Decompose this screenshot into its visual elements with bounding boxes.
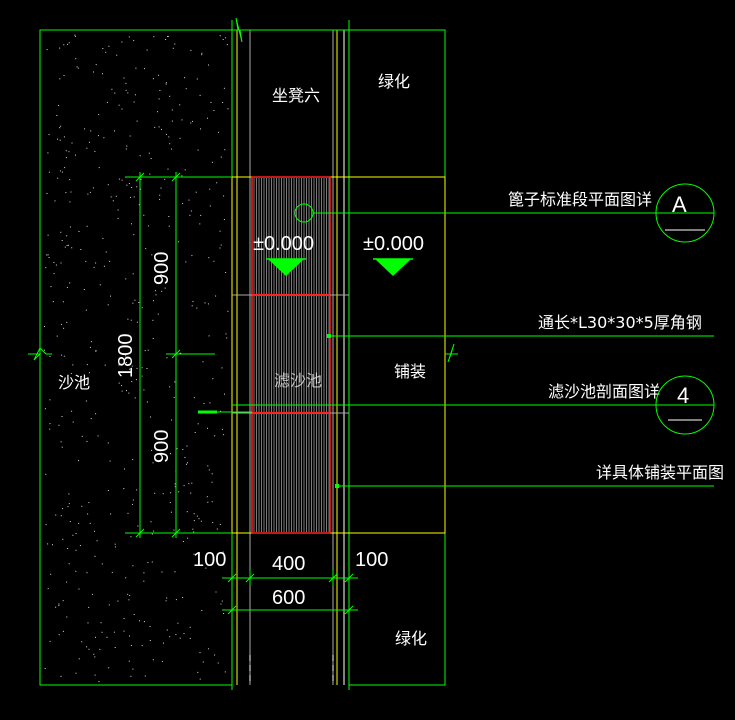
- callout-angle-steel: 通长*L30*30*5厚角钢: [327, 313, 714, 338]
- dim-width-left: 100: [193, 549, 226, 571]
- svg-text:篦子标准段平面图详: 篦子标准段平面图详: [508, 190, 652, 209]
- sandpit-label: 沙池: [58, 373, 90, 392]
- horizontal-dimensions: [222, 570, 358, 618]
- svg-text:滤沙池剖面图详: 滤沙池剖面图详: [548, 382, 660, 401]
- break-line-right: [445, 343, 458, 363]
- callout-section: 滤沙池剖面图详: [232, 382, 714, 406]
- grate-hatch: [253, 178, 330, 532]
- svg-text:通长*L30*30*5厚角钢: 通长*L30*30*5厚角钢: [538, 313, 702, 332]
- break-line-left: [28, 347, 52, 361]
- detail-reference-a: A: [655, 183, 715, 243]
- callout-paving: 详具体铺装平面图: [335, 463, 724, 488]
- svg-text:A: A: [672, 192, 687, 217]
- svg-text:详具体铺装平面图: 详具体铺装平面图: [596, 463, 724, 482]
- callout-grate: 篦子标准段平面图详: [294, 190, 714, 223]
- right-areas: 坐凳六 绿化 铺装 绿化: [231, 29, 458, 686]
- filter-outer-frame: [231, 176, 446, 534]
- paving-label: 铺装: [394, 362, 426, 381]
- filter-label: 滤沙池: [274, 371, 322, 390]
- elevation-marker-left: ±0.000: [253, 233, 314, 276]
- dim-upper: 900: [151, 252, 173, 285]
- green-bottom-label: 绿化: [395, 629, 427, 648]
- svg-text:±0.000: ±0.000: [363, 233, 424, 255]
- svg-text:±0.000: ±0.000: [253, 233, 314, 255]
- green-top-label: 绿化: [378, 72, 410, 91]
- detail-reference-4: 4: [655, 375, 715, 435]
- sand-texture: [44, 34, 229, 683]
- dim-total: 1800: [115, 334, 137, 379]
- dim-width-total: 600: [272, 587, 305, 609]
- svg-text:4: 4: [677, 383, 689, 408]
- elevation-marker-right: ±0.000: [363, 233, 424, 276]
- seat-label: 坐凳六: [272, 86, 320, 105]
- filter-pool: 滤沙池: [232, 176, 349, 534]
- vertical-dimensions: [125, 172, 232, 538]
- dim-width-right: 100: [355, 549, 388, 571]
- dim-width-mid: 400: [272, 553, 305, 575]
- dim-lower: 900: [151, 430, 173, 463]
- sandpit-area: 沙池: [28, 29, 233, 686]
